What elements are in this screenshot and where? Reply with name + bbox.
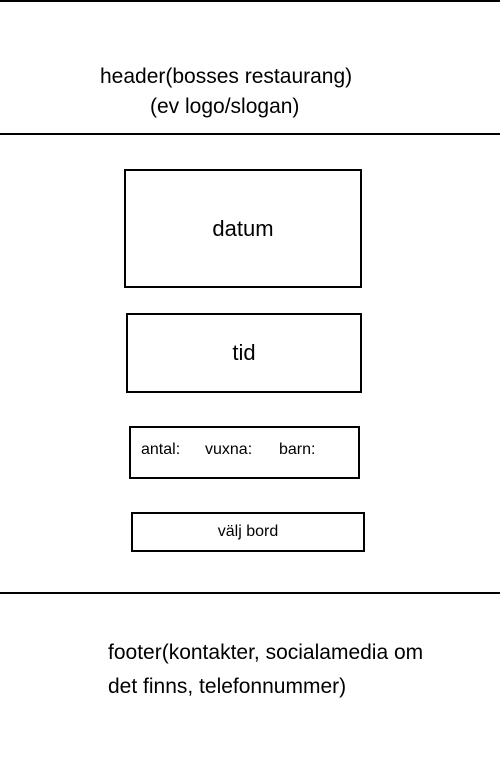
footer-section: footer(kontakter, socialamedia om det fi… <box>108 636 493 704</box>
header-divider <box>0 133 500 135</box>
choose-table-label: välj bord <box>217 523 279 540</box>
header-subtitle: (ev logo/slogan) <box>150 95 300 118</box>
adults-label[interactable]: vuxna: <box>205 441 253 458</box>
footer-line-2: det finns, telefonnummer) <box>108 675 347 698</box>
date-field[interactable]: datum <box>124 169 362 288</box>
header-title: header(bosses restaurang) <box>100 65 353 88</box>
guest-count-field[interactable]: antal: vuxna: barn: <box>129 426 360 479</box>
count-label: antal: <box>141 441 181 458</box>
choose-table-button[interactable]: välj bord <box>131 512 365 552</box>
top-border-line <box>0 0 500 2</box>
footer-line-1: footer(kontakter, socialamedia om <box>108 641 424 664</box>
footer-divider <box>0 592 500 594</box>
time-field-label: tid <box>232 340 256 365</box>
children-label[interactable]: barn: <box>279 441 316 458</box>
time-field[interactable]: tid <box>126 313 362 393</box>
header-section: header(bosses restaurang) (ev logo/sloga… <box>100 62 420 122</box>
date-field-label: datum <box>212 215 274 241</box>
